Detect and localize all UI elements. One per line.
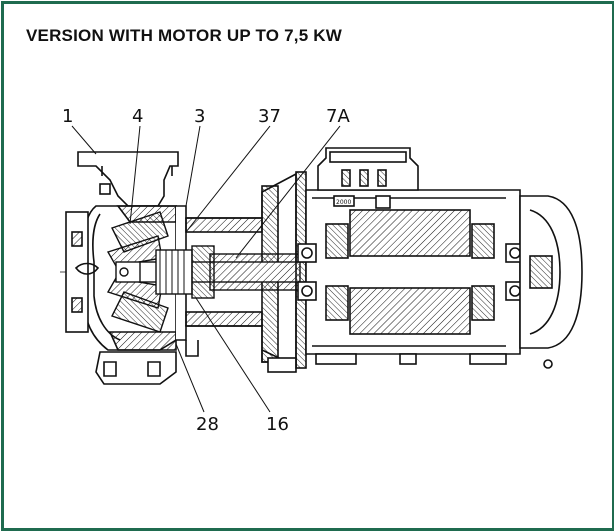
callout-7a: 7A [326,106,350,127]
terminal-box: 2000 [317,147,419,209]
figure-title: VERSION WITH MOTOR UP TO 7,5 KW [26,26,343,45]
callout-37: 37 [258,106,281,127]
callout-16: 16 [266,414,289,435]
leader-lines [71,125,341,413]
terminal-box-label: 2000 [336,199,351,206]
electric-motor [295,171,583,369]
callout-4: 4 [132,106,143,127]
callout-1: 1 [62,106,73,127]
callout-3: 3 [194,106,205,127]
callout-28: 28 [196,414,219,435]
